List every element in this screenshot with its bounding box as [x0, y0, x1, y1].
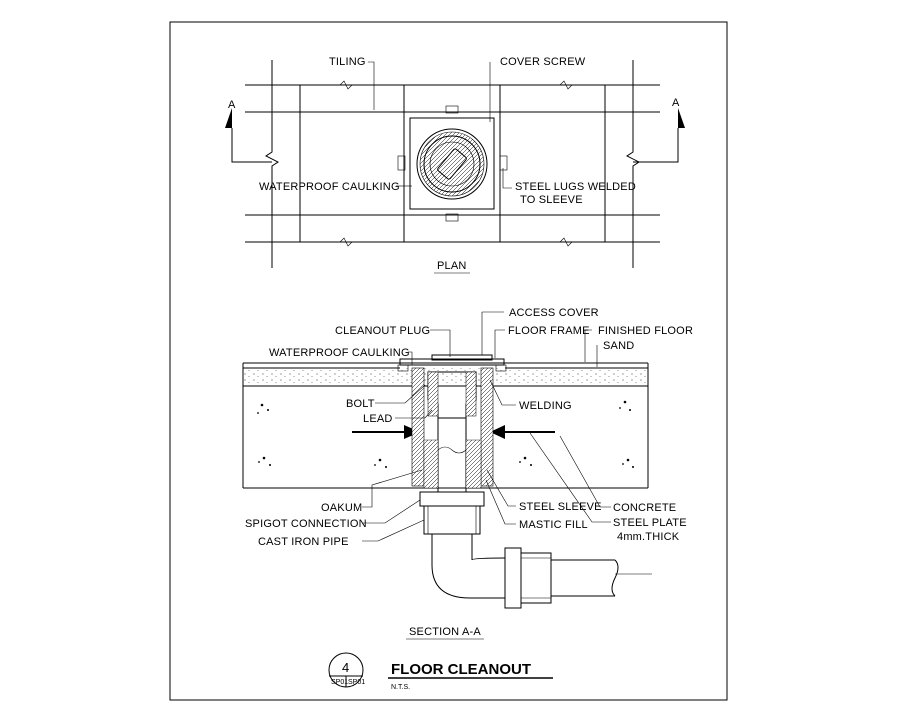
section-letter-left: A [228, 99, 236, 111]
title-block: 4 SP01 SP01 FLOOR CLEANOUT N.T.S. [328, 652, 553, 691]
section-view: ACCESS COVER CLEANOUT PLUG FLOOR FRAME F… [242, 307, 693, 640]
label-floor-frame: FLOOR FRAME [508, 325, 590, 337]
detail-number: 4 [342, 660, 349, 675]
section-mark-left [231, 128, 272, 163]
label-steel-lugs-2: TO SLEEVE [520, 194, 583, 206]
label-oakum: OAKUM [321, 502, 362, 514]
section-letter-right: A [672, 97, 680, 109]
label-lead: LEAD [363, 413, 393, 425]
label-access-cover: ACCESS COVER [509, 307, 599, 319]
label-steel-lugs-1: STEEL LUGS WELDED [515, 181, 636, 193]
detail-title: FLOOR CLEANOUT [391, 661, 531, 678]
detail-scale: N.T.S. [391, 684, 410, 691]
label-welding: WELDING [519, 400, 572, 412]
label-cast-iron-pipe: CAST IRON PIPE [258, 536, 349, 548]
label-steel-plate: STEEL PLATE [613, 517, 687, 529]
label-tiling: TILING [329, 56, 366, 68]
label-cleanout-plug: CLEANOUT PLUG [335, 325, 430, 337]
label-waterproof-caulking-section: WATERPROOF CAULKING [269, 347, 410, 359]
label-cover-screw: COVER SCREW [500, 56, 586, 68]
label-waterproof-caulking-plan: WATERPROOF CAULKING [259, 181, 400, 193]
caption-plan: PLAN [437, 260, 467, 272]
label-concrete: CONCRETE [613, 502, 676, 514]
label-steel-plate-thickness: 4mm.THICK [617, 531, 680, 543]
label-bolt: BOLT [346, 398, 375, 410]
label-finished-floor: FINISHED FLOOR [598, 325, 693, 337]
sheet-ref-right: SP01 [348, 679, 365, 686]
label-sand: SAND [603, 340, 634, 352]
label-steel-sleeve: STEEL SLEEVE [519, 501, 602, 513]
plan-view: A A TILING COVER SCREW WATERPROOF CAULKI… [225, 56, 685, 274]
sheet-border [169, 21, 728, 701]
label-spigot-connection: SPIGOT CONNECTION [245, 518, 367, 530]
label-mastic-fill: MASTIC FILL [519, 519, 588, 531]
sheet-ref-left: SP01 [331, 679, 348, 686]
caption-section: SECTION A-A [409, 626, 481, 638]
section-mark-right [633, 128, 679, 163]
